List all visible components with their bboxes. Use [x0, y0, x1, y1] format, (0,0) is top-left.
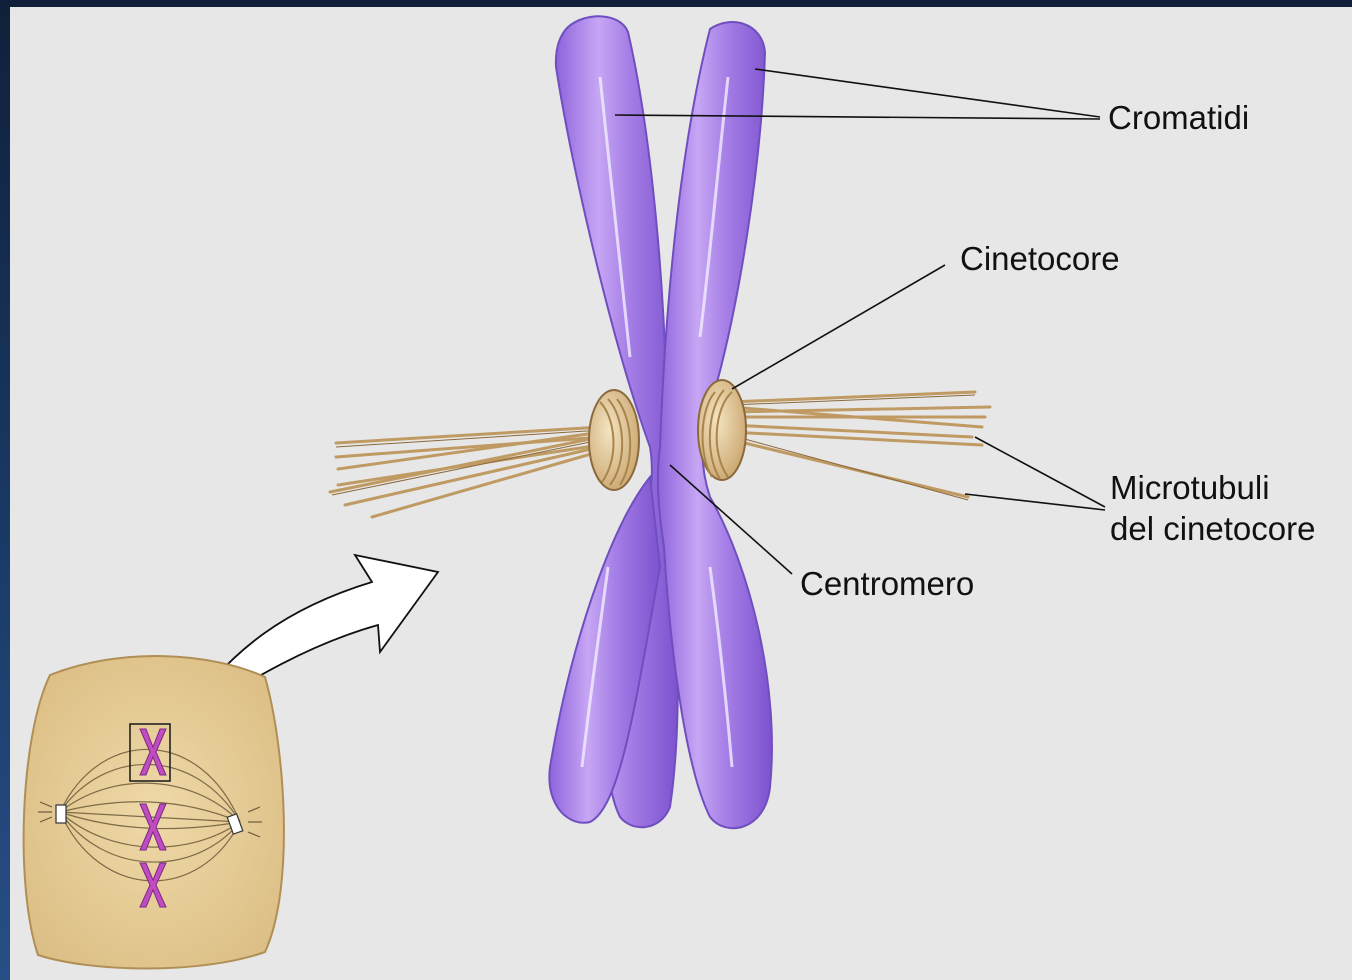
kinetochore-left: [589, 390, 639, 490]
microtubules-right: [728, 392, 990, 497]
label-microtubuli-line1: Microtubuli: [1110, 469, 1270, 507]
label-cinetocore: Cinetocore: [960, 240, 1120, 278]
label-cromatidi: Cromatidi: [1108, 99, 1249, 137]
microtubules-left: [330, 427, 602, 517]
cell-in-metaphase-icon: [24, 656, 284, 968]
label-centromero: Centromero: [800, 565, 974, 603]
label-microtubuli-line2: del cinetocore: [1110, 510, 1315, 548]
diagram-slide: Cromatidi Cinetocore Microtubuli del cin…: [10, 7, 1352, 980]
kinetochore-right: [698, 380, 746, 480]
